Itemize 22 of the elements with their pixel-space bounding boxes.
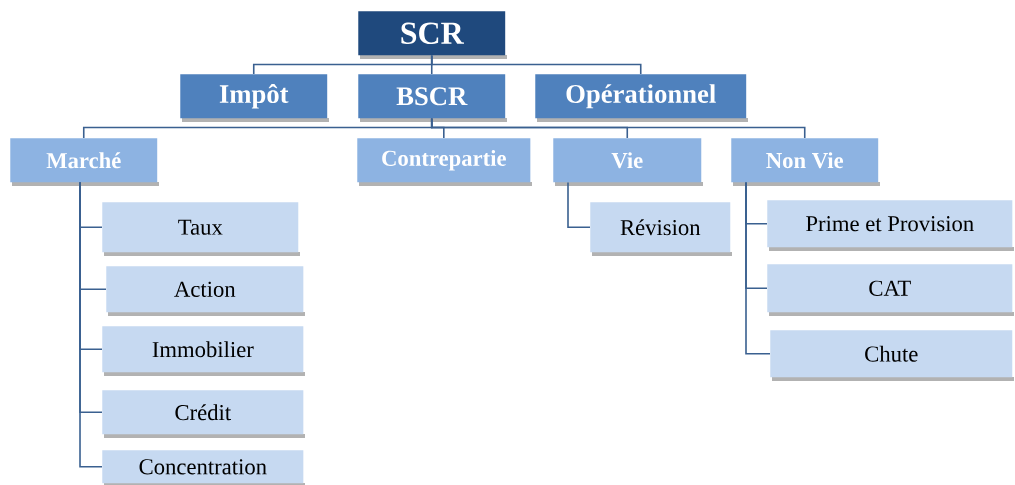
subcategory-box: Contrepartie [357,138,532,186]
category-box: Opérationnel [535,74,748,122]
connector [79,181,103,468]
category-box: BSCR [358,74,507,122]
leaf-box: Prime et Provision [767,200,1014,251]
connector [567,181,591,229]
leaf-box: Chute [770,330,1014,381]
subcategory-box: Marché [10,138,159,186]
connector [745,181,771,355]
category-box: Impôt [180,74,329,122]
connector [430,54,642,75]
leaf-box: CAT [767,264,1014,316]
subcategory-box: Non Vie [731,138,880,186]
leaf-box: Concentration [102,450,305,485]
leaf-box: Immobilier [102,326,305,376]
subcategory-box: Vie [553,138,703,186]
connector [430,117,806,139]
leaf-box: Action [106,266,305,316]
leaf-box: Révision [590,202,732,256]
leaf-box: Crédit [102,390,305,438]
root-box: SCR [358,11,507,59]
leaf-box: Taux [102,202,300,256]
